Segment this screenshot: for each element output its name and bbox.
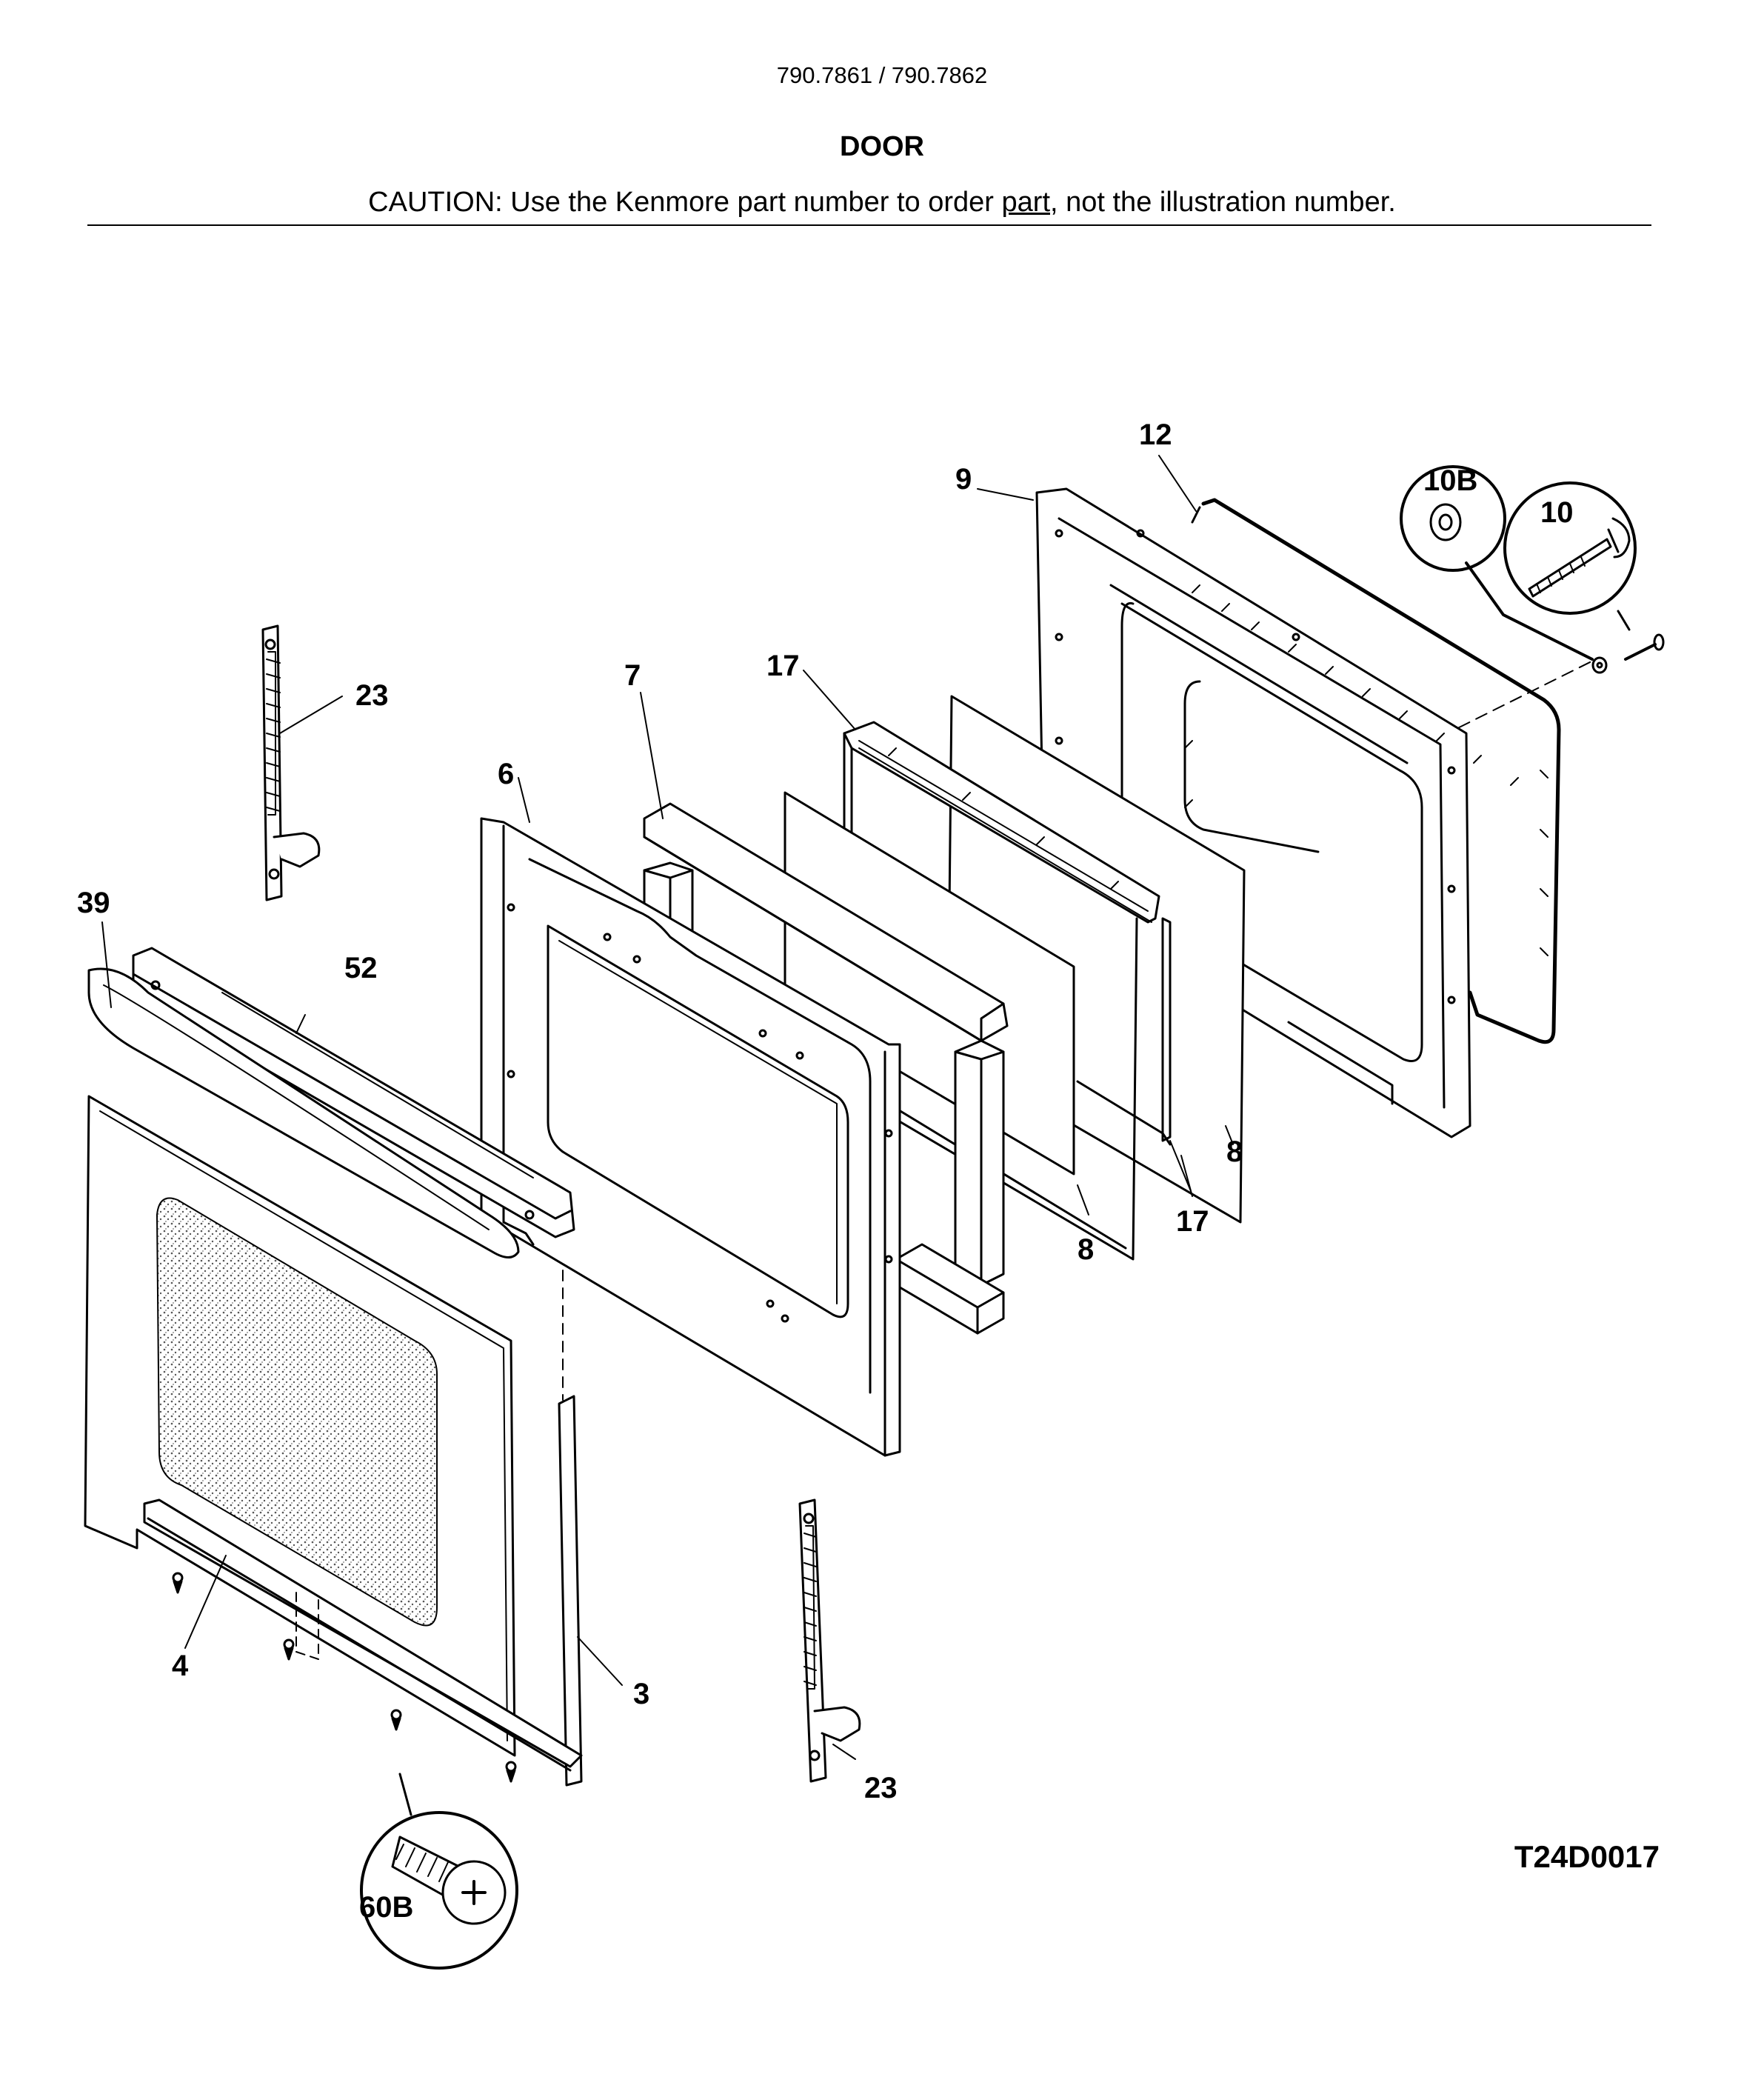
detail-circle-10	[1503, 481, 1637, 631]
caution-text-end: , not the illustration number.	[1050, 187, 1396, 218]
callout-leaders	[101, 455, 1234, 1760]
part-12-door-gasket	[1183, 498, 1561, 1044]
callout-12: 12	[1139, 419, 1172, 451]
part-9-inner-door-panel	[1035, 487, 1471, 1138]
callout-17-lower: 17	[1176, 1205, 1209, 1238]
callout-10: 10	[1540, 496, 1574, 529]
header-divider	[87, 224, 1651, 226]
callout-10b: 10B	[1423, 464, 1477, 497]
drawing-code: T24D0017	[1514, 1839, 1660, 1874]
caution-note: CAUTION: Use the Kenmore part number to …	[0, 187, 1764, 219]
callout-9: 9	[955, 463, 972, 496]
part-10-screw	[1624, 633, 1665, 661]
callout-8-rear: 8	[1226, 1136, 1243, 1168]
callout-17-upper: 17	[766, 650, 800, 682]
detail-circle-60b	[360, 1773, 518, 1970]
callout-52: 52	[344, 952, 378, 984]
callout-7: 7	[624, 659, 641, 692]
model-number: 790.7861 / 790.7862	[776, 62, 988, 88]
callout-3: 3	[633, 1678, 649, 1710]
page-title: DOOR	[840, 131, 924, 162]
part-23-hinge-lower	[798, 1498, 861, 1783]
callout-labels: 12 9 10B 10 23 17 7 6 39 52 8 17 8 4 3 2…	[77, 419, 1574, 1924]
caution-link-part: part	[1001, 187, 1050, 218]
callout-8-front: 8	[1078, 1233, 1094, 1266]
part-10b-washer	[1591, 656, 1608, 674]
callout-4: 4	[172, 1650, 189, 1682]
callout-23-upper: 23	[355, 679, 389, 712]
caution-text: CAUTION: Use the Kenmore part number to …	[368, 187, 1002, 218]
part-4-outer-door-panel	[84, 1095, 516, 1757]
callout-39: 39	[77, 887, 110, 919]
part-23-hinge-upper	[261, 624, 321, 901]
callout-6: 6	[498, 758, 514, 790]
part-39-door-handle	[87, 967, 520, 1258]
part-3-door-trim	[143, 1395, 583, 1787]
detail-circle-10b	[1400, 465, 1594, 661]
callout-23-lower: 23	[864, 1772, 898, 1804]
part-60b-screws	[172, 1572, 517, 1783]
part-6-door-liner	[480, 817, 901, 1457]
callout-60b: 60B	[359, 1891, 413, 1924]
